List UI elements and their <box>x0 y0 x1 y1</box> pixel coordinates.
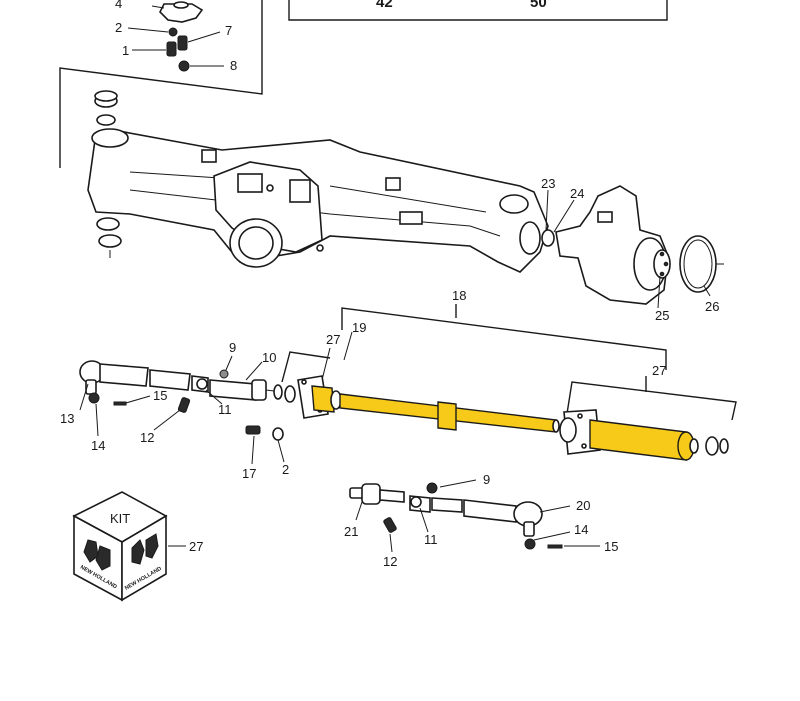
right-tie-rod: 9 20 21 11 14 15 12 <box>344 472 618 569</box>
reference-table: 42 50 <box>288 0 668 21</box>
grease-nipple-part <box>177 35 188 51</box>
callout-13: 13 <box>60 411 74 426</box>
washer-part <box>168 27 178 37</box>
callout-8: 8 <box>230 58 237 73</box>
callout-15-right: 15 <box>604 539 618 554</box>
callout-23: 23 <box>541 176 555 191</box>
table-value-2: 50 <box>530 0 547 11</box>
pivot-bracket-part <box>159 3 204 23</box>
callout-10: 10 <box>262 350 276 365</box>
left-tie-rod: 9 10 15 13 14 11 12 17 2 <box>60 340 296 481</box>
callout-27-kit: 27 <box>189 539 203 554</box>
callout-11-left: 11 <box>218 402 232 417</box>
seal-ring-part <box>541 229 555 247</box>
cylinder-barrel-highlighted <box>589 419 687 461</box>
steering-knuckle <box>555 185 724 305</box>
callout-21: 21 <box>344 524 358 539</box>
callout-2-top: 2 <box>115 20 122 35</box>
callout-4: 4 <box>115 0 122 11</box>
steering-cylinder <box>297 375 729 461</box>
front-axle-housing <box>87 90 555 273</box>
callout-14-right: 14 <box>574 522 588 537</box>
pivot-bracket-inset: 4 2 1 7 8 <box>59 0 263 168</box>
callout-9-right: 9 <box>483 472 490 487</box>
callout-17: 17 <box>242 466 256 481</box>
assembly-brackets: 18 27 19 27 <box>281 288 737 421</box>
callout-2-bottom: 2 <box>282 462 289 477</box>
callout-18: 18 <box>452 288 466 303</box>
callout-12-left: 12 <box>140 430 154 445</box>
kit-box: KIT NEW HOLLAND NEW HOLLAND 27 <box>72 491 203 602</box>
callout-20: 20 <box>576 498 590 513</box>
o-ring-part <box>679 235 717 293</box>
callout-14-left: 14 <box>91 438 105 453</box>
bushing-bottom-part <box>96 217 120 231</box>
axle-callouts: 23 24 25 26 <box>541 176 719 323</box>
bolt-part <box>166 41 177 57</box>
nut-part <box>178 60 190 72</box>
callout-7: 7 <box>225 23 232 38</box>
callout-26: 26 <box>705 299 719 314</box>
callout-27-left: 27 <box>326 332 340 347</box>
callout-1: 1 <box>122 43 129 58</box>
callout-24: 24 <box>570 186 584 201</box>
callout-27-right: 27 <box>652 363 666 378</box>
table-value-1: 42 <box>376 0 393 11</box>
callout-9-left: 9 <box>229 340 236 355</box>
kit-label: KIT <box>110 511 130 526</box>
callout-12-right: 12 <box>383 554 397 569</box>
callout-19: 19 <box>352 320 366 335</box>
callout-11-right: 11 <box>424 532 438 547</box>
callout-25: 25 <box>655 308 669 323</box>
callout-15-left: 15 <box>153 388 167 403</box>
